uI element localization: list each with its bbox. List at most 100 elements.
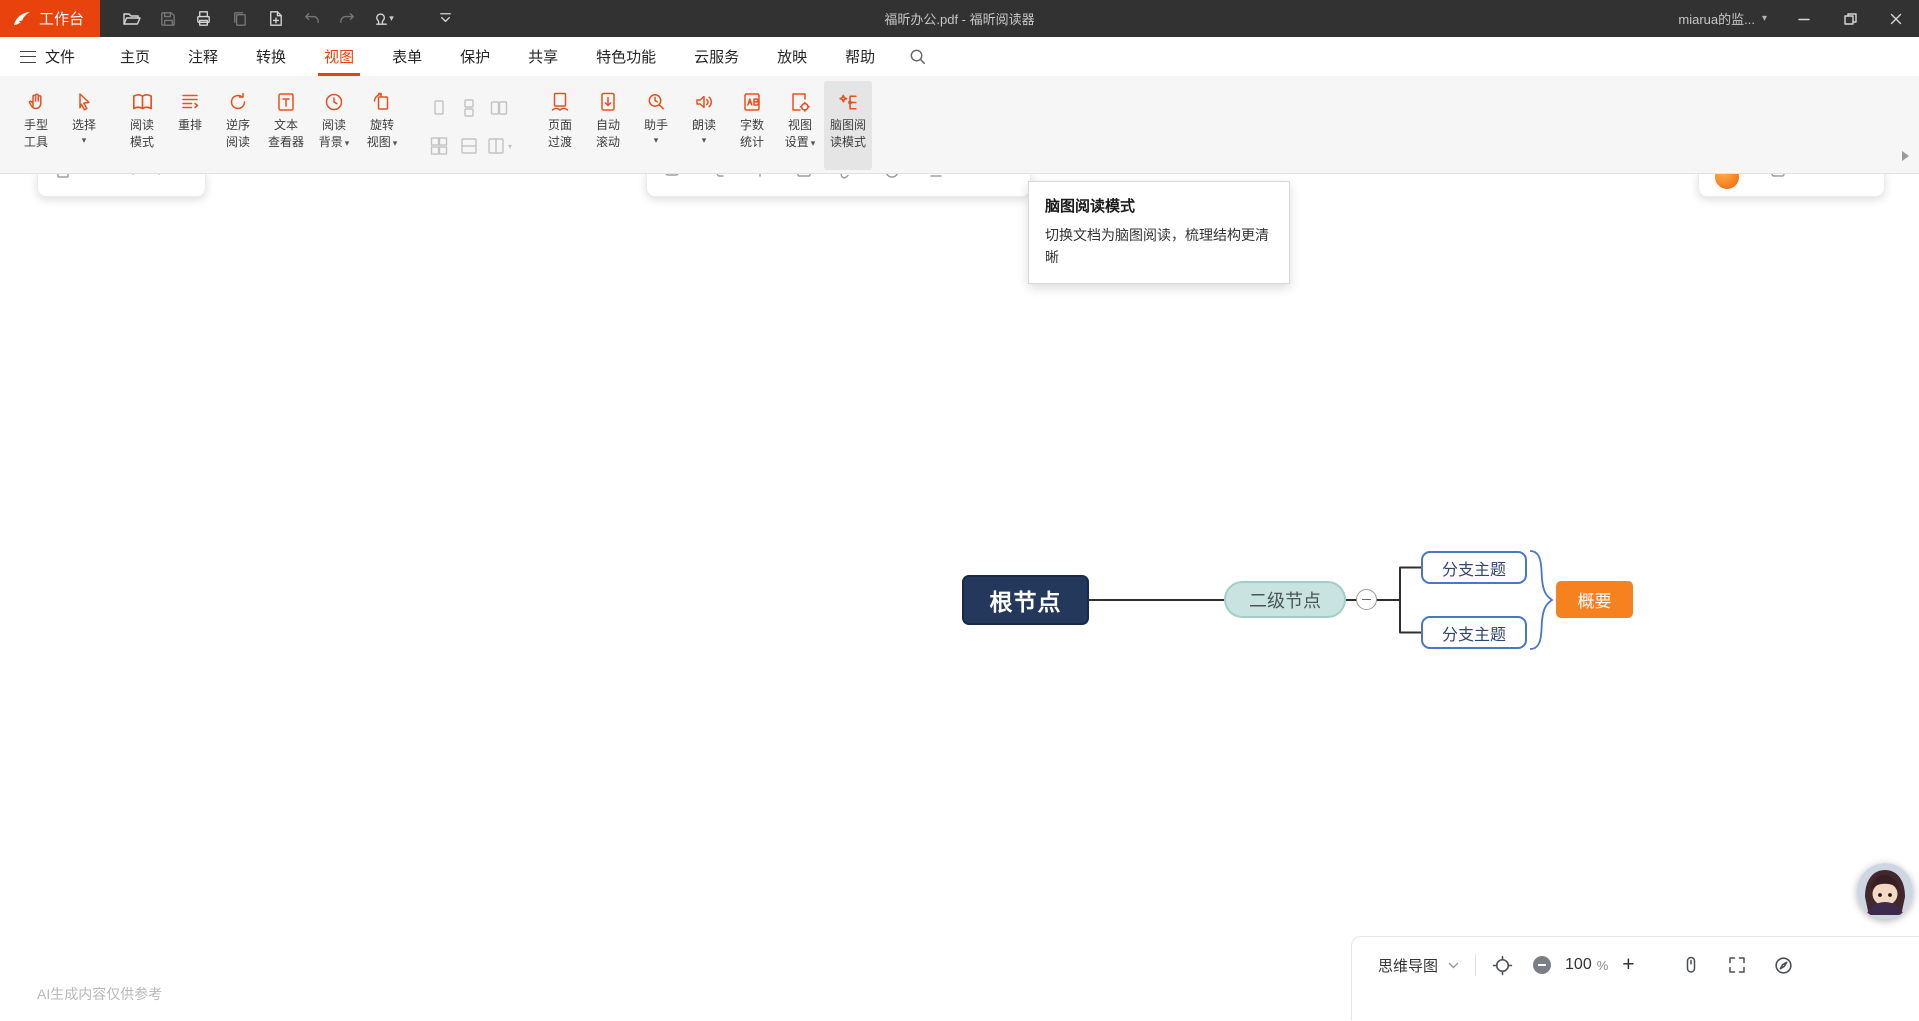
mindmap-second-level-node[interactable]: 二级节点	[1224, 581, 1346, 618]
page-gear-icon	[788, 88, 812, 116]
hand-tool-button[interactable]: 手型 工具	[12, 81, 60, 170]
floating-toolbar-left[interactable]	[37, 174, 206, 197]
print-icon[interactable]	[188, 5, 218, 33]
ribbon-label: 选择	[71, 118, 96, 132]
open-folder-icon[interactable]	[116, 5, 146, 33]
locate-center-icon[interactable]	[1492, 955, 1513, 976]
user-avatar[interactable]	[1857, 863, 1913, 919]
menubar: 文件 主页 注释 转换 视图 表单 保护 共享 特色功能 云服务 放映 帮助	[0, 37, 1919, 76]
rotate-page-icon	[370, 88, 394, 116]
close-button[interactable]	[1873, 0, 1919, 37]
floating-toolbar-right[interactable]	[1698, 174, 1885, 197]
account-name: miarua的监...	[1678, 12, 1755, 27]
redo-icon[interactable]	[156, 174, 174, 180]
view-settings-button[interactable]: 视图 设置▾	[776, 81, 824, 170]
tab-help[interactable]: 帮助	[845, 49, 876, 66]
tab-share[interactable]: 共享	[528, 49, 559, 66]
mindmap-canvas[interactable]: 脑图阅读模式 切换文档为脑图阅读，梳理结构更清晰 根节点 二级节点 分支主题 分…	[0, 174, 1919, 1020]
mindmap-branch-node-bottom[interactable]: 分支主题	[1421, 616, 1527, 649]
hamburger-icon	[20, 50, 36, 63]
chevron-down-icon	[1448, 962, 1459, 968]
text-icon[interactable]	[751, 174, 769, 180]
select-tool-button[interactable]: 选择 ▾	[60, 81, 108, 170]
undo-icon[interactable]	[296, 5, 326, 33]
reflow-button[interactable]: 重排	[166, 81, 214, 170]
copy-pages-icon[interactable]	[224, 5, 254, 33]
tab-present[interactable]: 放映	[777, 49, 808, 66]
redo-icon[interactable]	[332, 5, 362, 33]
link-icon[interactable]	[839, 174, 857, 180]
tab-form[interactable]: 表单	[392, 49, 423, 66]
assistant-button[interactable]: 助手 ▾	[632, 81, 680, 170]
tab-convert[interactable]: 转换	[256, 49, 287, 66]
split-view-layout-icon[interactable]	[459, 136, 479, 156]
rotate-view-button[interactable]: 旋转 视图▾	[358, 81, 406, 170]
chevron-down-icon: ▾	[653, 135, 659, 145]
text-viewer-button[interactable]: 文本 查看器	[262, 81, 310, 170]
node-icon[interactable]	[663, 174, 681, 180]
foxit-logo-icon	[12, 10, 31, 27]
diagram-mode-label: 思维导图	[1378, 957, 1439, 975]
floating-toolbar-center[interactable]	[646, 174, 1031, 197]
robot-icon[interactable]	[1769, 174, 1787, 180]
facing-page-layout-icon[interactable]	[489, 98, 509, 118]
tab-view[interactable]: 视图	[305, 37, 373, 76]
mindmap-root-node[interactable]: 根节点	[962, 575, 1089, 625]
branch-icon[interactable]	[707, 174, 725, 180]
mindmap-summary-node[interactable]: 概要	[1556, 581, 1633, 618]
minimize-button[interactable]	[1781, 0, 1827, 37]
read-aloud-button[interactable]: 朗读 ▾	[680, 81, 728, 170]
mindmap-mode-tooltip: 脑图阅读模式 切换文档为脑图阅读，梳理结构更清晰	[1028, 181, 1290, 285]
ribbon-label: 滚动	[595, 135, 620, 149]
tab-features[interactable]: 特色功能	[596, 49, 657, 66]
continuous-facing-layout-icon[interactable]	[429, 136, 449, 156]
ribbon-label: 手型	[23, 118, 48, 132]
save-icon[interactable]	[152, 5, 182, 33]
ribbon-label: 重排	[177, 118, 202, 132]
separate-cover-layout-icon[interactable]: ▾	[486, 136, 512, 156]
export-icon[interactable]	[927, 174, 945, 180]
reverse-reading-button[interactable]: 逆序 阅读	[214, 81, 262, 170]
page-icon[interactable]	[54, 174, 72, 180]
tab-comment[interactable]: 注释	[188, 49, 219, 66]
account-menu[interactable]: miarua的监... ▾	[1678, 9, 1767, 28]
tab-protect[interactable]: 保护	[460, 49, 491, 66]
chevron-down-icon: ▾	[810, 138, 816, 148]
single-page-layout-icon[interactable]	[429, 98, 449, 118]
diagram-mode-select[interactable]: 思维导图	[1378, 955, 1459, 976]
ribbon-expander-icon[interactable]	[1899, 149, 1913, 163]
page-transition-button[interactable]: 页面 过渡	[536, 81, 584, 170]
undo-icon[interactable]	[118, 174, 136, 180]
workspace-label: 工作台	[39, 11, 85, 28]
word-count-button[interactable]: 字数 统计	[728, 81, 776, 170]
ai-assistant-icon[interactable]	[1715, 174, 1739, 189]
continuous-page-layout-icon[interactable]	[459, 98, 479, 118]
file-menu[interactable]: 文件	[20, 46, 75, 67]
palette-icon[interactable]	[883, 174, 901, 180]
open-book-icon	[129, 88, 156, 116]
stamp-tool-icon[interactable]: ▾	[368, 5, 398, 33]
tab-cloud[interactable]: 云服务	[694, 49, 740, 66]
collapse-toolbar-icon[interactable]	[430, 5, 460, 33]
new-document-icon[interactable]	[260, 5, 290, 33]
reading-background-button[interactable]: 阅读 背景▾	[310, 81, 358, 170]
restore-button[interactable]	[1827, 0, 1873, 37]
ribbon-toolbar: 手型 工具 选择 ▾ 阅读 模式 重排 逆序 阅读 文本 查看器	[0, 76, 1919, 174]
collapse-branch-button[interactable]	[1356, 589, 1377, 610]
fullscreen-icon[interactable]	[1727, 955, 1747, 975]
tab-home[interactable]: 主页	[120, 49, 151, 66]
ribbon-label: 读模式	[829, 135, 866, 149]
image-icon[interactable]	[795, 174, 813, 180]
mindmap-branch-node-top[interactable]: 分支主题	[1421, 551, 1527, 584]
titlebar: 工作台 ▾ 福昕办公.pdf - 福昕阅读器	[0, 0, 1919, 37]
auto-scroll-button[interactable]: 自动 滚动	[584, 81, 632, 170]
read-mode-button[interactable]: 阅读 模式	[118, 81, 166, 170]
mindmap-reading-mode-button[interactable]: 脑图阅 读模式	[824, 81, 872, 170]
tooltip-body: 切换文档为脑图阅读，梳理结构更清晰	[1045, 227, 1269, 265]
zoom-out-button[interactable]	[1533, 956, 1552, 974]
search-icon[interactable]	[902, 42, 932, 72]
mouse-mode-icon[interactable]	[1681, 955, 1701, 975]
zoom-in-button[interactable]: +	[1622, 953, 1635, 976]
navigation-compass-icon[interactable]	[1773, 955, 1794, 976]
workspace-button[interactable]: 工作台	[0, 0, 101, 37]
